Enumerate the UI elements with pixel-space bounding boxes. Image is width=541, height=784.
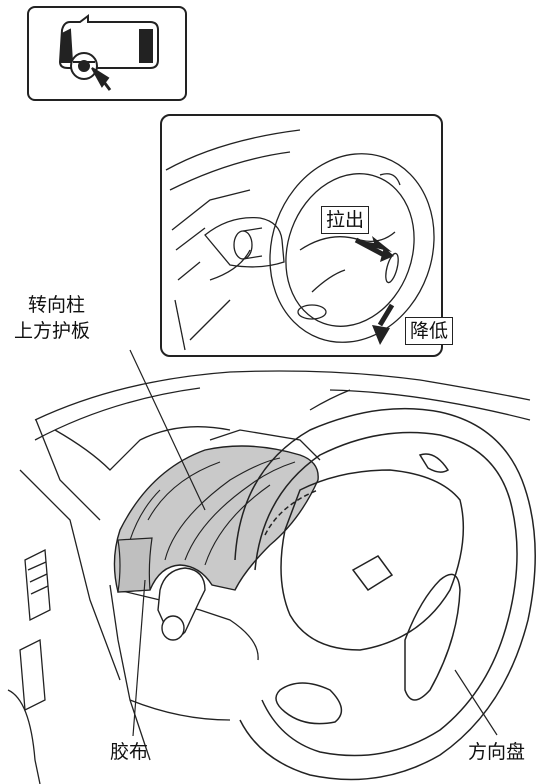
leader-lines: [129, 349, 498, 737]
cover-contour-lines: [129, 457, 296, 566]
inset-detail-frame: [160, 114, 443, 357]
left-vent-icon: [61, 28, 74, 63]
label-steering-wheel: 方向盘: [468, 741, 526, 763]
column-stalk: [157, 567, 206, 641]
lower-arrow: [372, 325, 390, 345]
label-pull-out: 拉出: [321, 206, 370, 234]
leader-steering-wheel: [454, 669, 498, 736]
label-tape: 胶布: [110, 741, 149, 763]
label-lower: 降低: [405, 317, 454, 345]
location-icon-panel: [27, 6, 187, 101]
steering-emblem: [351, 555, 394, 592]
pull-out-arrow: [356, 236, 392, 255]
label-column-cover-line2: 上方护板: [14, 320, 91, 342]
main-illustration: [7, 370, 531, 784]
column-upper-cover: [113, 445, 319, 593]
leader-cover: [129, 349, 206, 511]
tape-strip: [117, 537, 153, 593]
location-icon-frame: [27, 6, 187, 101]
leader-tape: [132, 579, 146, 737]
label-column-cover-line1: 转向柱: [28, 294, 86, 316]
steering-wheel: [234, 407, 536, 781]
right-vent-icon: [139, 29, 153, 63]
